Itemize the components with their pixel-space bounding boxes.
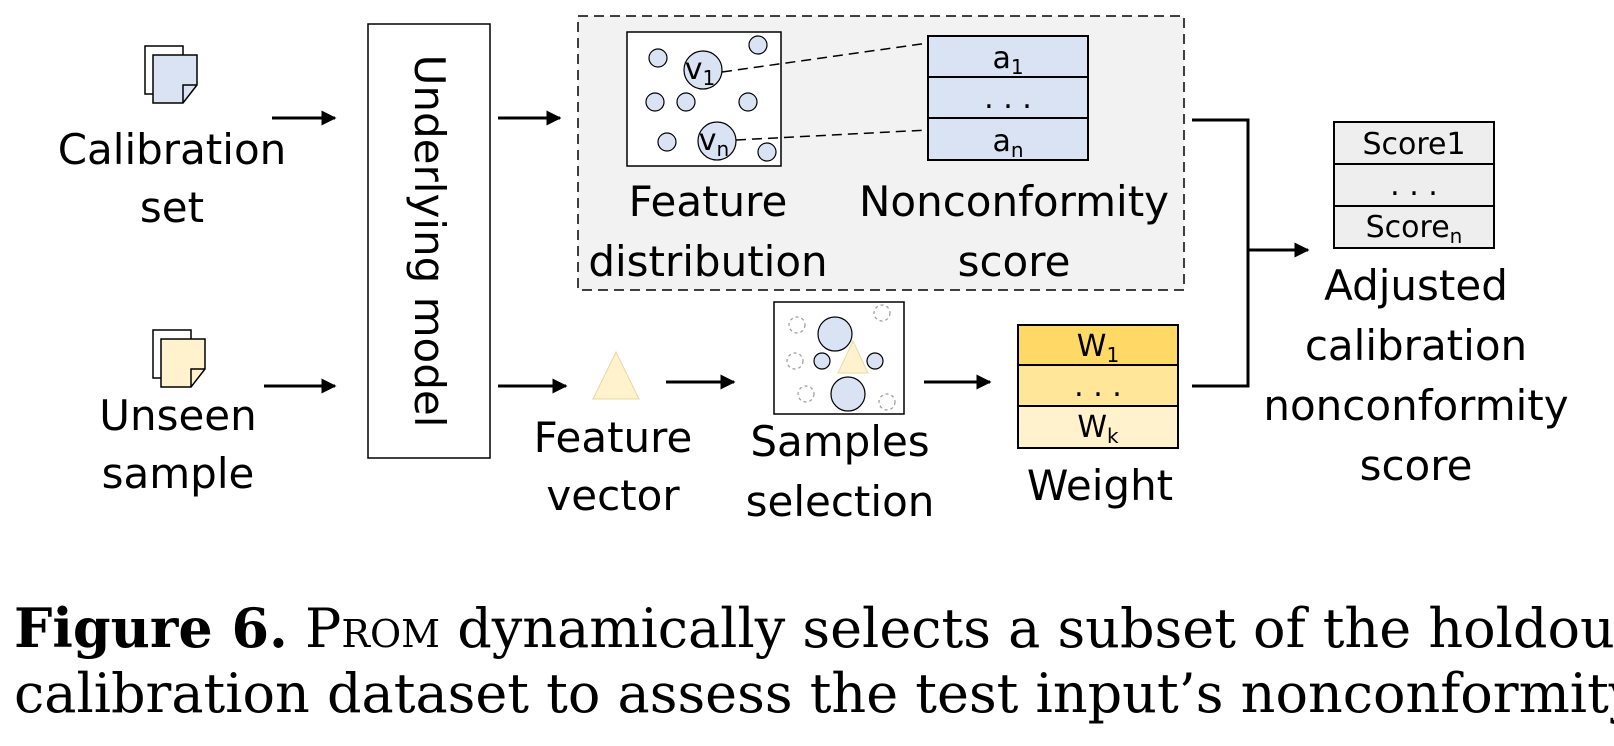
unselected-point <box>797 385 815 403</box>
feature-node-v1 <box>683 50 723 90</box>
unselected-point <box>786 352 804 370</box>
link-v1-to-a1 <box>721 42 929 73</box>
adjusted-score-table <box>1333 121 1495 249</box>
feature-point <box>676 92 696 112</box>
feature-node-vn-label: vn <box>699 123 729 161</box>
caption-text-line1: dynamically selects a subset of the hold… <box>440 597 1614 660</box>
feature-vector-label-line1: Feature <box>534 413 693 462</box>
feature-vector-label-line2: vector <box>546 471 680 520</box>
feature-distribution-label-line2: distribution <box>588 237 827 286</box>
nonconformity-table <box>927 35 1089 161</box>
unselected-point <box>788 316 806 334</box>
feature-node-v1-label: v1 <box>685 52 716 90</box>
samples-selection-label-line1: Samples <box>750 417 929 466</box>
nonconformity-row-1: a1 <box>992 41 1023 79</box>
figure-caption-line1: Figure 6. Prom dynamically selects a sub… <box>14 596 1614 661</box>
weight-label: Weight <box>1027 461 1173 510</box>
weight-row-3: Wk <box>1077 410 1119 448</box>
feature-point <box>648 48 668 68</box>
prom-pipeline-diagram: Calibration set Unseen sample Underlying… <box>58 15 1569 526</box>
selected-point <box>813 352 831 370</box>
selected-point <box>830 376 866 412</box>
feature-vector-triangle <box>592 350 640 400</box>
unseen-label-line2: sample <box>102 449 255 498</box>
samples-selection-triangle <box>837 339 869 374</box>
caption-text-line2: calibration dataset to assess the test i… <box>14 662 1614 725</box>
system-name: Prom <box>305 597 441 660</box>
underlying-model-box <box>367 23 491 459</box>
adjusted-row-2: . . . <box>1390 168 1438 203</box>
feature-node-vn <box>697 121 737 161</box>
weight-row-2: . . . <box>1074 369 1122 404</box>
samples-selection-faded-points <box>786 304 896 411</box>
calibration-label-line2: set <box>140 183 204 232</box>
nonconformity-label-line2: score <box>958 237 1071 286</box>
unselected-point <box>878 393 896 411</box>
adjusted-label-line4: score <box>1360 441 1473 490</box>
unseen-label-line1: Unseen <box>99 391 257 440</box>
adjusted-label-line2: calibration <box>1305 321 1527 370</box>
nonconformity-row-2: . . . <box>984 81 1032 116</box>
underlying-model-label: Underlying model <box>405 55 454 428</box>
feature-point <box>748 35 768 55</box>
feature-point <box>645 92 665 112</box>
feature-point <box>657 132 677 152</box>
calibration-doc-icon <box>144 45 198 104</box>
adjusted-row-1: Score1 <box>1362 127 1465 162</box>
figure-number: Figure 6. <box>14 596 288 660</box>
nonconformity-row-3: an <box>992 124 1023 162</box>
unselected-point <box>873 304 891 322</box>
merge-connector <box>1192 118 1250 388</box>
unseen-doc-icon <box>152 329 206 388</box>
selected-point <box>817 316 853 352</box>
link-vn-to-an <box>735 129 929 141</box>
samples-selection-points <box>813 316 884 412</box>
nonconformity-label-line1: Nonconformity <box>859 177 1169 226</box>
figure-caption-line2: calibration dataset to assess the test i… <box>14 662 1614 726</box>
samples-selection-label-line2: selection <box>746 477 935 526</box>
feature-point <box>757 142 777 162</box>
adjusted-label-line3: nonconformity <box>1263 381 1568 430</box>
calibration-label-line1: Calibration <box>58 125 287 174</box>
feature-distribution-label-line1: Feature <box>629 177 788 226</box>
adjusted-label-line1: Adjusted <box>1324 261 1508 310</box>
weight-table <box>1017 324 1179 449</box>
feature-point <box>738 92 758 112</box>
weight-row-1: W1 <box>1077 329 1119 367</box>
feature-distribution-points <box>645 35 777 162</box>
selected-point <box>866 352 884 370</box>
adjusted-row-3: Scoren <box>1366 210 1463 248</box>
